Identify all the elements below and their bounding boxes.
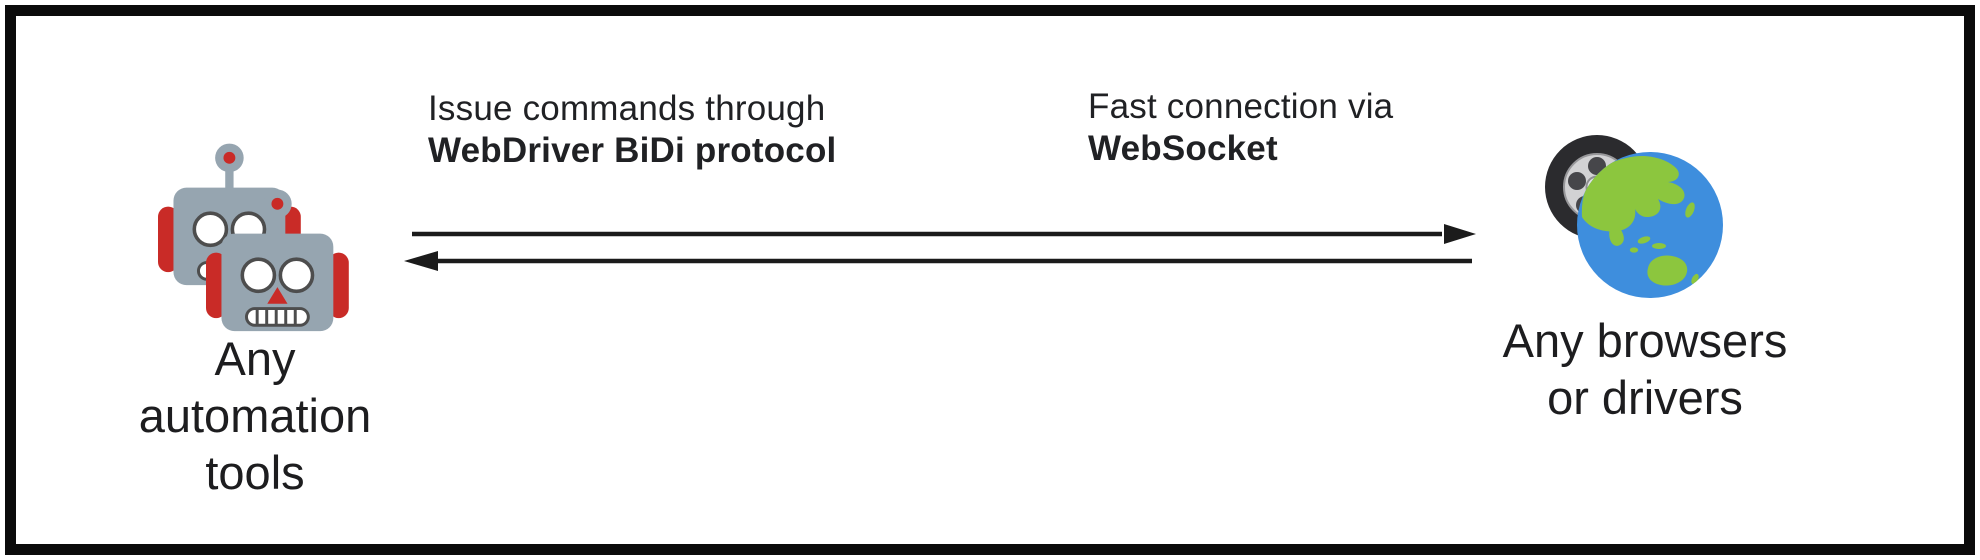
connection-annotation-line2: WebSocket	[1088, 129, 1278, 168]
connection-arrows	[404, 224, 1476, 271]
automation-tools-label-line2: automation	[138, 389, 372, 442]
automation-tools-label: Any automation tools	[75, 330, 435, 501]
browsers-drivers-label: Any browsers or drivers	[1460, 312, 1830, 426]
diagram-frame	[5, 5, 1975, 555]
robots-icon	[156, 141, 351, 333]
arrow-to-tools-head-icon	[404, 251, 438, 271]
connection-annotation: Fast connection via WebSocket	[1088, 86, 1393, 170]
connection-annotation-line1: Fast connection via	[1088, 87, 1394, 126]
browsers-drivers-label-line1: Any browsers	[1502, 314, 1788, 367]
commands-annotation-line2: WebDriver BiDi protocol	[428, 131, 837, 170]
globe-wheel-icon	[1545, 135, 1723, 298]
automation-tools-label-line1: Any	[214, 332, 296, 385]
browsers-drivers-label-line2: or drivers	[1547, 371, 1743, 424]
commands-annotation-line1: Issue commands through	[428, 89, 826, 128]
commands-annotation: Issue commands through WebDriver BiDi pr…	[428, 88, 836, 172]
arrow-to-browsers-head-icon	[1444, 224, 1476, 244]
globe-icon	[1577, 152, 1723, 298]
automation-tools-label-line3: tools	[205, 446, 305, 499]
